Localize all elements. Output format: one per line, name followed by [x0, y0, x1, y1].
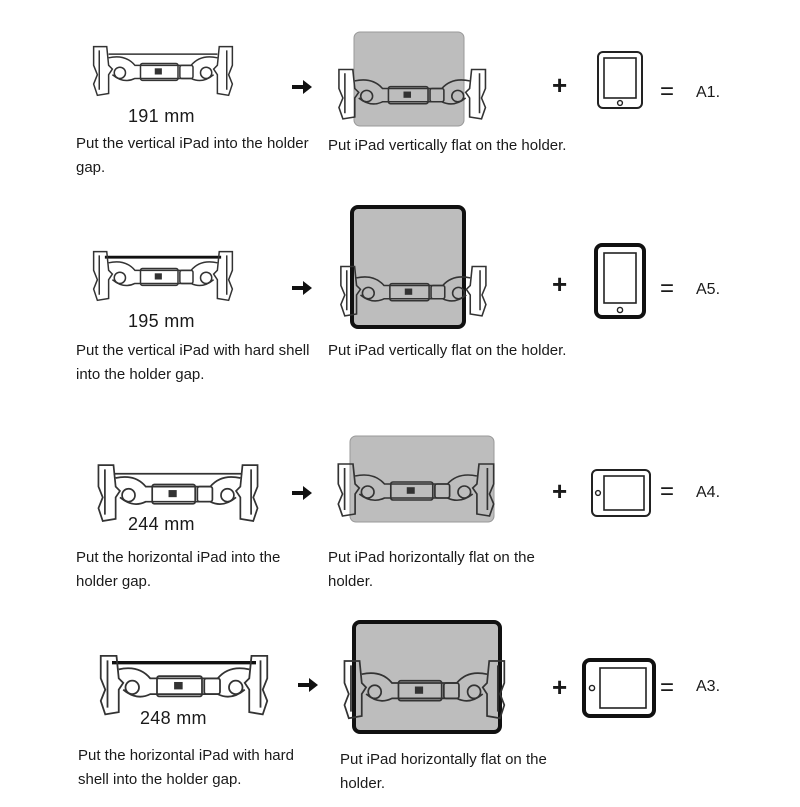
ipad-portrait-icon: [597, 51, 643, 109]
tablet-on-holder-icon: [343, 620, 506, 734]
gap-measurement: 244 mm: [128, 514, 195, 534]
tablet-holder-icon: [88, 235, 238, 315]
tablet-holder-icon: [92, 452, 264, 532]
right-arrow-icon: [292, 80, 312, 94]
insert-caption: Put the vertical iPad into the holder ga…: [76, 135, 309, 176]
tablet-on-holder-icon: [338, 31, 487, 127]
plus-sign: +: [552, 70, 568, 100]
plus-sign: +: [552, 672, 568, 702]
instruction-row-vertical: 191 mm Put the vertical iPad into the ho…: [0, 30, 800, 225]
model-code: A5.: [696, 281, 721, 298]
tablet-holder-icon: [94, 642, 274, 726]
ipad-portrait-icon: [594, 243, 646, 319]
equals-sign: =: [660, 674, 675, 701]
right-arrow-icon: [292, 281, 312, 295]
insert-caption: Put the vertical iPad with hard shell in…: [76, 342, 310, 383]
equals-sign: =: [660, 275, 675, 302]
gap-measurement: 191 mm: [128, 106, 195, 126]
instruction-row-vertical-shell: 195 mm Put the vertical iPad with hard s…: [0, 205, 800, 400]
ipad-landscape-icon: [582, 658, 656, 718]
equals-sign: =: [660, 78, 675, 105]
model-code: A4.: [696, 484, 721, 501]
flat-caption: Put iPad vertically flat on the holder.: [328, 137, 567, 154]
model-code: A1.: [696, 84, 721, 101]
right-arrow-icon: [292, 486, 312, 500]
gap-measurement: 248 mm: [140, 708, 207, 728]
flat-caption: Put iPad vertically flat on the holder.: [328, 342, 567, 359]
flat-caption: Put iPad horizontally flat on the holder…: [328, 549, 535, 590]
flat-caption: Put iPad horizontally flat on the holder…: [340, 751, 547, 792]
model-code: A3.: [696, 678, 721, 695]
plus-sign: +: [552, 476, 568, 506]
tablet-holder-icon: [88, 30, 238, 110]
insert-caption: Put the horizontal iPad into the holder …: [76, 549, 281, 590]
ipad-landscape-icon: [591, 469, 651, 517]
instruction-row-horizontal-shell: 248 mm Put the horizontal iPad with hard…: [0, 612, 800, 807]
tablet-on-holder-icon: [340, 205, 487, 329]
instruction-row-horizontal: 244 mm Put the horizontal iPad into the …: [0, 430, 800, 625]
equals-sign: =: [660, 478, 675, 505]
gap-measurement: 195 mm: [128, 311, 195, 331]
tablet-on-holder-icon: [337, 435, 495, 523]
plus-sign: +: [552, 269, 568, 299]
right-arrow-icon: [298, 678, 318, 692]
insert-caption: Put the horizontal iPad with hard shell …: [78, 747, 294, 788]
